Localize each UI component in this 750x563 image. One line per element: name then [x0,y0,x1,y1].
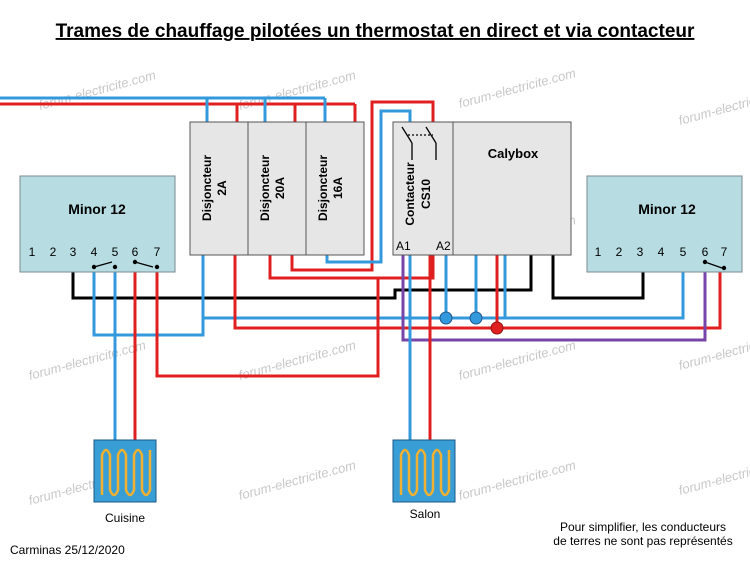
contactor-switch-icon [401,126,437,160]
heater-cuisine: Cuisine [93,439,157,525]
calybox-label: Calybox [488,146,539,161]
contactor-input-phase [290,100,435,272]
watermark: forum-electricite.com [677,327,750,373]
terminal-label: 3 [637,245,644,259]
ground-wire-left [71,255,533,300]
watermark: forum-electricite.com [457,337,578,383]
thermostat-left-label: Minor 12 [68,201,126,217]
junction-dot [469,311,483,325]
contactor-output-phase [268,255,435,280]
heater-cuisine-label: Cuisine [105,511,145,525]
heater-salon: Salon [392,439,456,521]
terminal-label: 5 [112,245,119,259]
breaker-2a [189,121,249,256]
neutral-wire-left [201,255,507,320]
terminal-label: 6 [702,245,709,259]
watermark: forum-electricite.com [677,82,750,128]
terminal-label: 1 [595,245,602,259]
watermark: forum-electricite.com [457,65,578,111]
terminal-label: 4 [658,245,665,259]
thermostat-right: Minor 12 1 2 3 4 5 6 7 [586,175,743,273]
ground-wire-right [551,255,645,300]
terminal-label: 3 [70,245,77,259]
relay-contact-icon [702,259,727,271]
thermostat-right-label: Minor 12 [638,201,696,217]
phase-loop-left [155,272,380,378]
note-line-2: de terres ne sont pas représentés [553,534,732,548]
terminal-label: 5 [680,245,687,259]
neutral-to-thermostat-right [505,272,685,320]
breaker-label: 16A [331,177,345,199]
terminal-label: 7 [721,245,728,259]
heating-coil-icon [399,448,451,497]
breaker-label: 2A [215,180,229,196]
junction-dot [439,311,453,325]
contactor-calybox: Contacteur CS10 A1 A2 Calybox [392,121,572,256]
contactor-input-neutral [325,109,412,264]
terminal-label: 2 [616,245,623,259]
terminal-label: 7 [154,245,161,259]
pilot-wire [401,255,707,342]
terminal-label: 4 [91,245,98,259]
contactor-label: CS10 [419,179,433,209]
thermostat-left: Minor 12 1 2 3 4 5 6 7 [19,175,176,273]
breaker-panel: Disjoncteur 2A Disjoncteur 20A Disjoncte… [189,121,365,256]
calybox-box [452,121,572,256]
breaker-20a [247,121,307,256]
terminal-a2-label: A2 [436,239,451,253]
relay-contact-icon [91,259,160,270]
author-date: Carminas 25/12/2020 [10,543,125,557]
watermark: forum-electricite.com [37,67,158,113]
watermark: forum-electricite.com [27,337,148,383]
watermark: forum-electricite.com [457,457,578,503]
thermostat-right-box [586,175,743,273]
breaker-label: Disjoncteur [200,155,214,221]
terminal-a1-label: A1 [396,239,411,253]
terminal-label: 6 [132,245,139,259]
junction-dot [490,321,504,335]
contactor-label: Contacteur [403,162,417,226]
junctions [439,311,504,335]
wires [0,96,722,440]
watermark: forum-electricite.com [237,67,358,113]
note-line-1: Pour simplifier, les conducteurs [560,520,726,534]
breaker-label: 20A [273,177,287,199]
thermostat-left-box [19,175,176,273]
terminal-label: 1 [29,245,36,259]
contactor-box [392,121,454,256]
heating-coil-icon [100,448,152,497]
diagram-title: Trames de chauffage pilotées un thermost… [56,21,695,42]
terminal-label: 2 [50,245,57,259]
breaker-label: Disjoncteur [316,155,330,221]
breaker-label: Disjoncteur [258,155,272,221]
watermark: forum-electricite.com [237,457,358,503]
breaker-16a [305,121,365,256]
phase-wire-main [233,255,722,330]
watermark: forum-electricite.com [677,452,750,498]
heater-salon-label: Salon [410,507,441,521]
